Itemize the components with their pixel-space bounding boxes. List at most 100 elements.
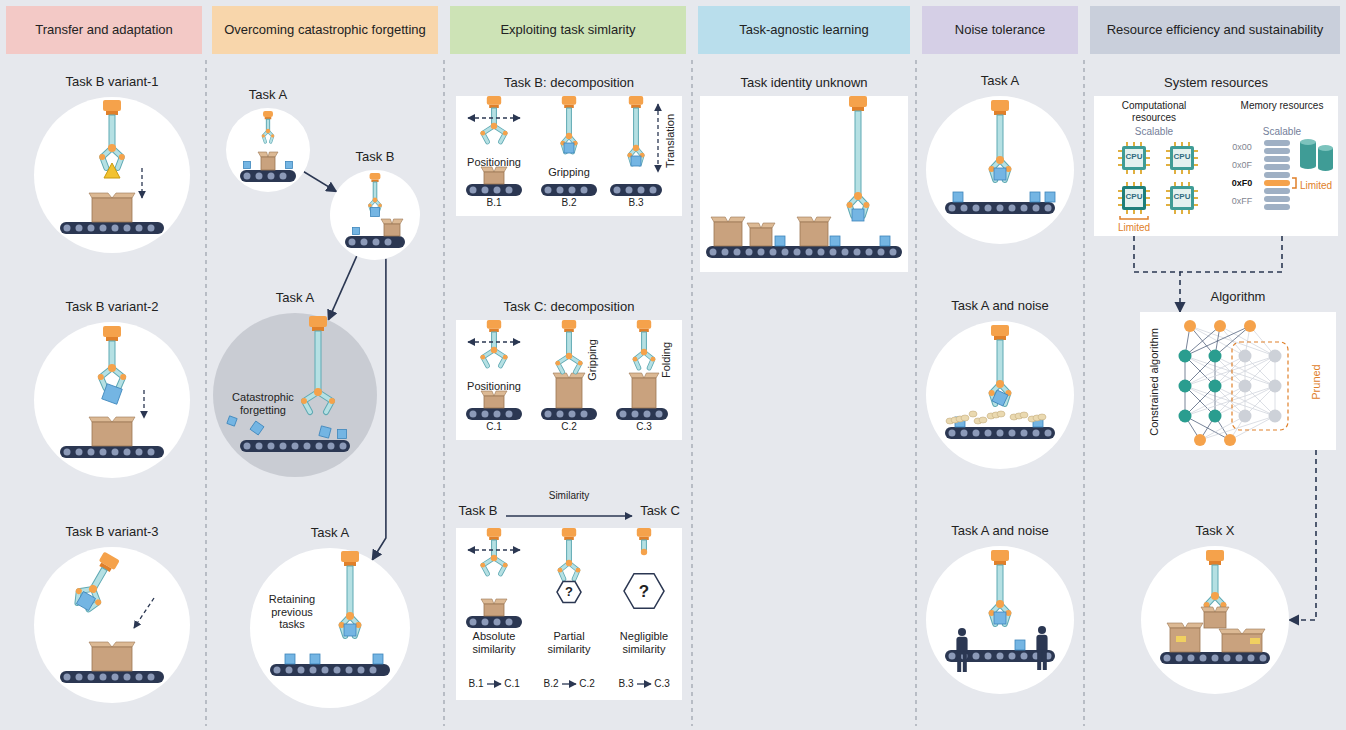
- illustration-shape: [73, 583, 93, 606]
- illustration-shape: [1170, 146, 1194, 170]
- illustration-shape: [1038, 626, 1046, 634]
- illustration-shape: [1194, 150, 1198, 152]
- illustration-shape: [88, 674, 95, 681]
- illustration-shape: [339, 622, 345, 628]
- object-cube: [564, 143, 574, 153]
- noise-particle: [974, 418, 982, 424]
- illustration-shape: [973, 430, 980, 437]
- illustration-shape: [949, 653, 956, 660]
- object-cube: [775, 236, 785, 246]
- illustration-shape: [310, 667, 317, 674]
- illustration-shape: [268, 131, 273, 142]
- node-heading: Task B: decomposition: [504, 76, 634, 91]
- illustration-shape: [996, 600, 1004, 608]
- illustration-shape: [1133, 182, 1135, 186]
- illustration-shape: [782, 249, 789, 256]
- illustration-shape: [1220, 602, 1226, 608]
- illustration-shape: [1000, 160, 1008, 180]
- memory-block: [1264, 172, 1290, 178]
- illustration-shape: [73, 583, 93, 606]
- network-link: [1220, 326, 1245, 356]
- illustration-shape: [328, 443, 335, 450]
- illustration-shape: [557, 187, 564, 194]
- illustration-shape: [997, 340, 1003, 384]
- illustration-shape: [286, 667, 293, 674]
- column-separator: [915, 60, 916, 726]
- illustration-shape: [64, 674, 71, 681]
- illustration-shape: [1300, 139, 1316, 145]
- illustration-shape: [1118, 197, 1122, 199]
- illustration-shape: [494, 187, 501, 194]
- network-link: [1215, 326, 1220, 356]
- illustration-shape: [119, 154, 125, 160]
- illustration-shape: [1200, 655, 1207, 662]
- cardboard-box: [481, 391, 507, 408]
- illustration-shape: [102, 148, 112, 168]
- illustration-shape: [641, 349, 647, 355]
- illustration-shape: [1173, 149, 1191, 167]
- illustration-shape: [1167, 623, 1185, 628]
- illustration-shape: [1181, 142, 1183, 146]
- node-label: Negligible similarity: [608, 630, 680, 655]
- node-label: 0x00: [1232, 142, 1252, 152]
- illustration-shape: [494, 391, 507, 396]
- illustration-shape: [1118, 164, 1122, 166]
- illustration-shape: [506, 619, 513, 626]
- cpu-chip: [1118, 182, 1150, 214]
- conveyor-belt: [706, 246, 902, 258]
- illustration-shape: [569, 563, 578, 579]
- illustration-shape: [274, 667, 281, 674]
- robot-arm: [558, 528, 581, 579]
- illustration-shape: [650, 187, 657, 194]
- task-circle: Task A: [226, 108, 310, 192]
- illustration-shape: [556, 378, 582, 408]
- illustration-shape: [481, 167, 494, 172]
- network-link: [1245, 326, 1250, 356]
- node-label: C.1: [504, 678, 520, 690]
- illustration-shape: [806, 249, 813, 256]
- column-separators: [206, 60, 1084, 726]
- illustration-shape: [1188, 210, 1190, 214]
- illustration-shape: [1248, 655, 1255, 662]
- illustration-shape: [633, 145, 639, 151]
- illustration-shape: [108, 364, 116, 372]
- illustration-shape: [1188, 655, 1195, 662]
- object-cube: [1033, 417, 1043, 427]
- illustration-shape: [566, 133, 572, 139]
- illustration-shape: [1166, 150, 1170, 152]
- illustration-shape: [1260, 655, 1267, 662]
- illustration-shape: [644, 373, 659, 378]
- illustration-shape: [945, 650, 1055, 662]
- illustration-shape: [1166, 164, 1170, 166]
- illustration-shape: [103, 100, 121, 111]
- illustration-shape: [1170, 186, 1194, 210]
- robot-arm: [368, 173, 382, 212]
- illustration-shape: [368, 204, 372, 208]
- object-cube: [830, 236, 840, 246]
- object-cube: [955, 417, 965, 427]
- node-label: C.3: [654, 678, 670, 690]
- illustration-shape: [136, 449, 143, 456]
- illustration-shape: [890, 249, 897, 256]
- illustration-shape: [60, 446, 164, 458]
- illustration-shape: [112, 148, 122, 168]
- illustration-shape: [994, 336, 1006, 340]
- illustration-shape: [258, 152, 268, 157]
- motion-arrow: [141, 168, 142, 198]
- connector-line: [1180, 236, 1282, 272]
- illustration-shape: [244, 173, 251, 180]
- node-heading: Task C: decomposition: [504, 300, 635, 315]
- illustration-shape: [106, 337, 118, 341]
- illustration-shape: [103, 326, 121, 337]
- network-link: [1185, 416, 1200, 440]
- object-cube: [310, 654, 320, 664]
- illustration-shape: [268, 443, 275, 450]
- connector-line: [1134, 236, 1180, 312]
- column-separator: [691, 60, 692, 726]
- illustration-shape: [76, 674, 83, 681]
- illustration-shape: [148, 225, 155, 232]
- illustration-shape: [256, 443, 263, 450]
- illustration-shape: [280, 173, 287, 180]
- robot-arm: [70, 549, 124, 614]
- node-label: B.1: [468, 678, 483, 690]
